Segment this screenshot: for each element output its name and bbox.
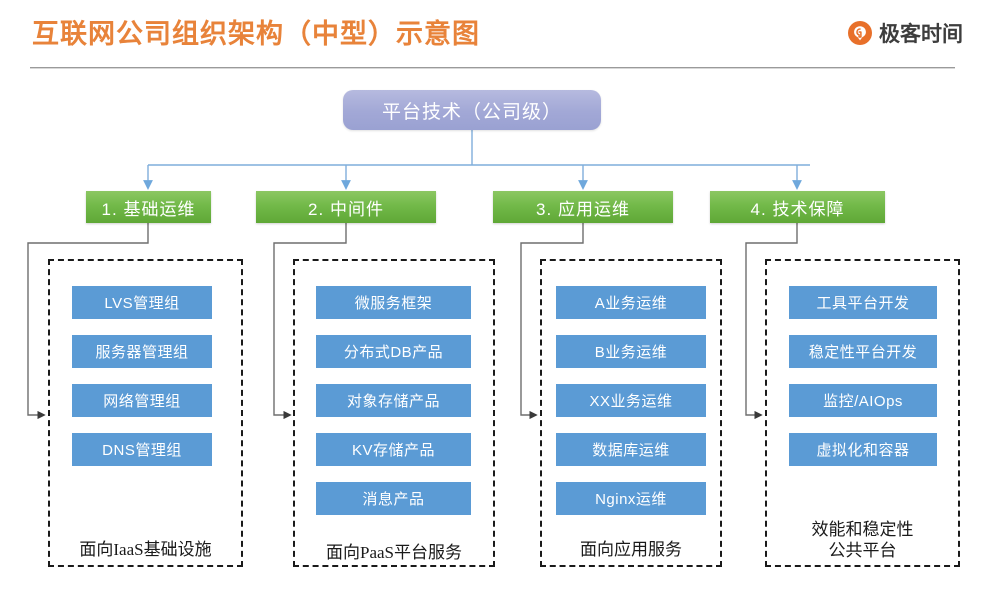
leaf-node-4-1[interactable]: 工具平台开发 xyxy=(789,286,937,319)
category-node-4[interactable]: 4. 技术保障 xyxy=(710,191,885,223)
root-node-platform-technology[interactable]: 平台技术（公司级） xyxy=(343,90,601,130)
brand-name: 极客时间 xyxy=(879,23,963,46)
group-caption-1: 面向IaaS基础设施 xyxy=(79,540,212,559)
leaf-node-3-1[interactable]: A业务运维 xyxy=(556,286,706,319)
leaf-node-2-3[interactable]: 对象存储产品 xyxy=(316,384,471,417)
category-node-2[interactable]: 2. 中间件 xyxy=(256,191,436,223)
page-title: 互联网公司组织架构（中型）示意图 xyxy=(32,19,480,49)
root-connector-group xyxy=(143,130,810,190)
leaf-node-3-5[interactable]: Nginx运维 xyxy=(556,482,706,515)
leaf-node-1-4[interactable]: DNS管理组 xyxy=(72,433,212,466)
leaf-node-3-3[interactable]: XX业务运维 xyxy=(556,384,706,417)
page-header: 互联网公司组织架构（中型）示意图 极客时间 xyxy=(0,0,985,69)
leaf-node-1-3[interactable]: 网络管理组 xyxy=(72,384,212,417)
leaf-node-2-1[interactable]: 微服务框架 xyxy=(316,286,471,319)
leaf-node-2-5[interactable]: 消息产品 xyxy=(316,482,471,515)
geek-pin-icon xyxy=(848,21,872,45)
leaf-node-2-4[interactable]: KV存储产品 xyxy=(316,433,471,466)
brand-logo: 极客时间 xyxy=(847,18,963,48)
leaf-node-4-3[interactable]: 监控/AIOps xyxy=(789,384,937,417)
leaf-node-2-2[interactable]: 分布式DB产品 xyxy=(316,335,471,368)
leaf-node-4-2[interactable]: 稳定性平台开发 xyxy=(789,335,937,368)
leaf-node-3-4[interactable]: 数据库运维 xyxy=(556,433,706,466)
group-caption-2: 面向PaaS平台服务 xyxy=(326,543,462,562)
leaf-node-1-1[interactable]: LVS管理组 xyxy=(72,286,212,319)
category-node-3[interactable]: 3. 应用运维 xyxy=(493,191,673,223)
group-caption-4: 效能和稳定性 公共平台 xyxy=(811,520,914,561)
category-node-1[interactable]: 1. 基础运维 xyxy=(86,191,211,223)
leaf-node-4-4[interactable]: 虚拟化和容器 xyxy=(789,433,937,466)
leaf-node-3-2[interactable]: B业务运维 xyxy=(556,335,706,368)
leaf-node-1-2[interactable]: 服务器管理组 xyxy=(72,335,212,368)
header-divider xyxy=(30,67,955,69)
group-caption-3: 面向应用服务 xyxy=(580,540,682,559)
